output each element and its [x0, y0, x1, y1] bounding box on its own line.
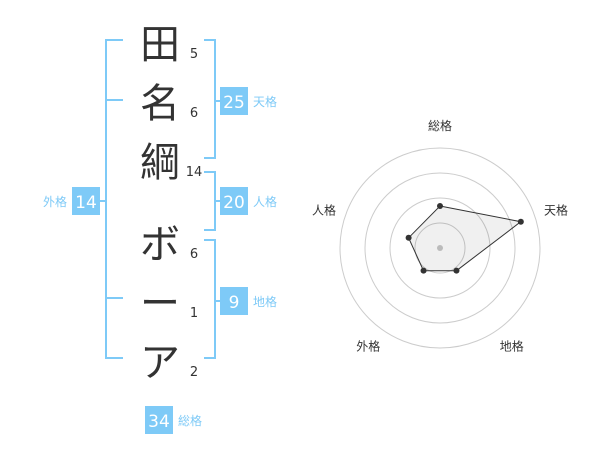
stroke-count-1: 5: [190, 47, 198, 62]
gaikaku-value: 14: [75, 193, 97, 213]
radar-ring-3: [364, 172, 516, 324]
radar-point-3: [453, 267, 460, 274]
name-char-1: 田: [140, 22, 180, 68]
radar-point-2: [517, 218, 524, 225]
radar-ring-1: [414, 222, 466, 274]
radar-area: [408, 205, 522, 272]
name-char-6: ア: [140, 340, 180, 386]
radar-axis-label-4: 外格: [356, 339, 380, 354]
name-char-2: 名: [140, 81, 180, 127]
radar-points: [405, 203, 524, 274]
radar-axis-label-3: 地格: [500, 339, 524, 354]
radar-point-1: [437, 203, 443, 209]
soukaku-value: 34: [148, 412, 170, 432]
radar-ring-4: [339, 147, 541, 349]
stroke-counts: 5 6 14 6 1 2: [186, 47, 203, 380]
radar-ring-2: [389, 197, 491, 299]
radar-axis-label-5: 人格: [312, 202, 336, 217]
jinkaku-value: 20: [223, 193, 245, 213]
radar-rings: [339, 147, 541, 349]
tenkaku-group: 25 天格: [220, 87, 277, 115]
name-characters: 田 名 綱 ボ ー ア: [140, 22, 180, 386]
chikaku-value: 9: [229, 293, 240, 313]
soukaku-group: 34 総格: [145, 406, 202, 434]
tenkaku-box: [220, 87, 248, 115]
radar-axis-label-1: 総格: [428, 118, 452, 133]
stroke-count-4: 6: [190, 247, 198, 262]
jinkaku-box: [220, 187, 248, 215]
tenkaku-label: 天格: [253, 94, 277, 109]
gaikaku-label: 外格: [43, 194, 67, 209]
tenkaku-value: 25: [223, 93, 245, 113]
stroke-count-3: 14: [186, 165, 203, 180]
name-char-4: ボ: [140, 222, 180, 268]
chikaku-label: 地格: [253, 294, 277, 309]
radar-point-5: [405, 234, 412, 241]
soukaku-label: 総格: [178, 413, 202, 428]
name-char-3: 綱: [140, 140, 180, 186]
radar-center-dot: [437, 245, 443, 251]
soukaku-box: [145, 406, 173, 434]
chikaku-box: [220, 287, 248, 315]
bracket-connectors: [98, 100, 221, 302]
jinkaku-group: 20 人格: [220, 187, 277, 215]
chikaku-group: 9 地格: [220, 287, 277, 315]
jinkaku-label: 人格: [253, 194, 277, 209]
chikaku-bracket: [204, 239, 216, 359]
stroke-count-6: 2: [190, 365, 198, 380]
tenkaku-bracket: [204, 39, 216, 159]
gaikaku-group: 14 外格: [43, 187, 100, 215]
radar-point-4: [420, 267, 427, 274]
name-char-5: ー: [140, 281, 180, 327]
gaikaku-bracket: [105, 39, 123, 359]
stroke-count-2: 6: [190, 106, 198, 121]
bracket-lines: [98, 39, 221, 359]
stroke-count-5: 1: [190, 306, 198, 321]
radar-axis-label-2: 天格: [544, 202, 568, 217]
gaikaku-box: [72, 187, 100, 215]
